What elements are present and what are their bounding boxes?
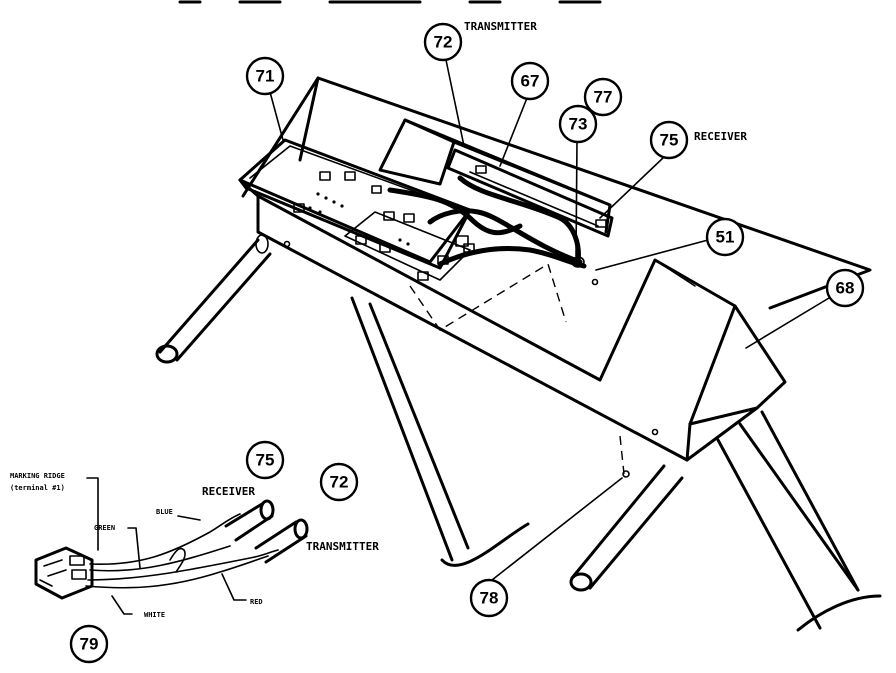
callout-73: 73 — [558, 104, 598, 144]
callout-51: 51 — [705, 217, 745, 257]
white-wire-label: WHITE — [144, 611, 165, 619]
callout-72-bottom: 72 — [319, 462, 359, 502]
svg-text:67: 67 — [521, 72, 540, 91]
svg-text:51: 51 — [716, 228, 735, 247]
svg-text:77: 77 — [594, 88, 613, 107]
callout-75-top: 75 — [649, 120, 689, 160]
callout-72-top: 72 — [423, 22, 463, 62]
right-leg — [716, 410, 882, 632]
wire-harness-detail — [34, 477, 309, 615]
left-leg — [350, 296, 530, 567]
pcb-board — [238, 171, 475, 281]
svg-text:75: 75 — [256, 451, 275, 470]
callout-67: 67 — [510, 61, 550, 101]
svg-text:71: 71 — [256, 67, 275, 86]
callout-71: 71 — [245, 56, 285, 96]
callout-75-bottom: 75 — [245, 440, 285, 480]
callout-77: 77 — [583, 77, 623, 117]
svg-text:78: 78 — [480, 589, 499, 608]
svg-text:73: 73 — [569, 115, 588, 134]
red-wire-label: RED — [250, 598, 263, 606]
svg-text:79: 79 — [80, 635, 99, 654]
callout-68: 68 — [825, 268, 865, 308]
svg-text:72: 72 — [434, 33, 453, 52]
svg-text:68: 68 — [836, 279, 855, 298]
callout-79: 79 — [69, 624, 109, 664]
blue-wire-label: BLUE — [156, 508, 173, 516]
left-handrail — [155, 234, 272, 364]
receiver-label-top: RECEIVER — [694, 130, 747, 143]
console-housing — [238, 76, 872, 462]
svg-text:75: 75 — [660, 131, 679, 150]
transmitter-label-top: TRANSMITTER — [464, 20, 537, 33]
callout-78: 78 — [469, 578, 509, 618]
assembly-dashed-lines — [409, 262, 630, 478]
callout-leaders — [269, 59, 830, 581]
transmitter-label-bottom: TRANSMITTER — [306, 540, 379, 553]
terminal-label: (terminal #1) — [10, 484, 65, 492]
receiver-label-bottom: RECEIVER — [202, 485, 255, 498]
console-wiring — [387, 175, 587, 269]
marking-ridge-label: MARKING RIDGE — [10, 472, 65, 480]
right-handrail — [569, 464, 684, 592]
svg-text:72: 72 — [330, 473, 349, 492]
green-wire-label: GREEN — [94, 524, 115, 532]
